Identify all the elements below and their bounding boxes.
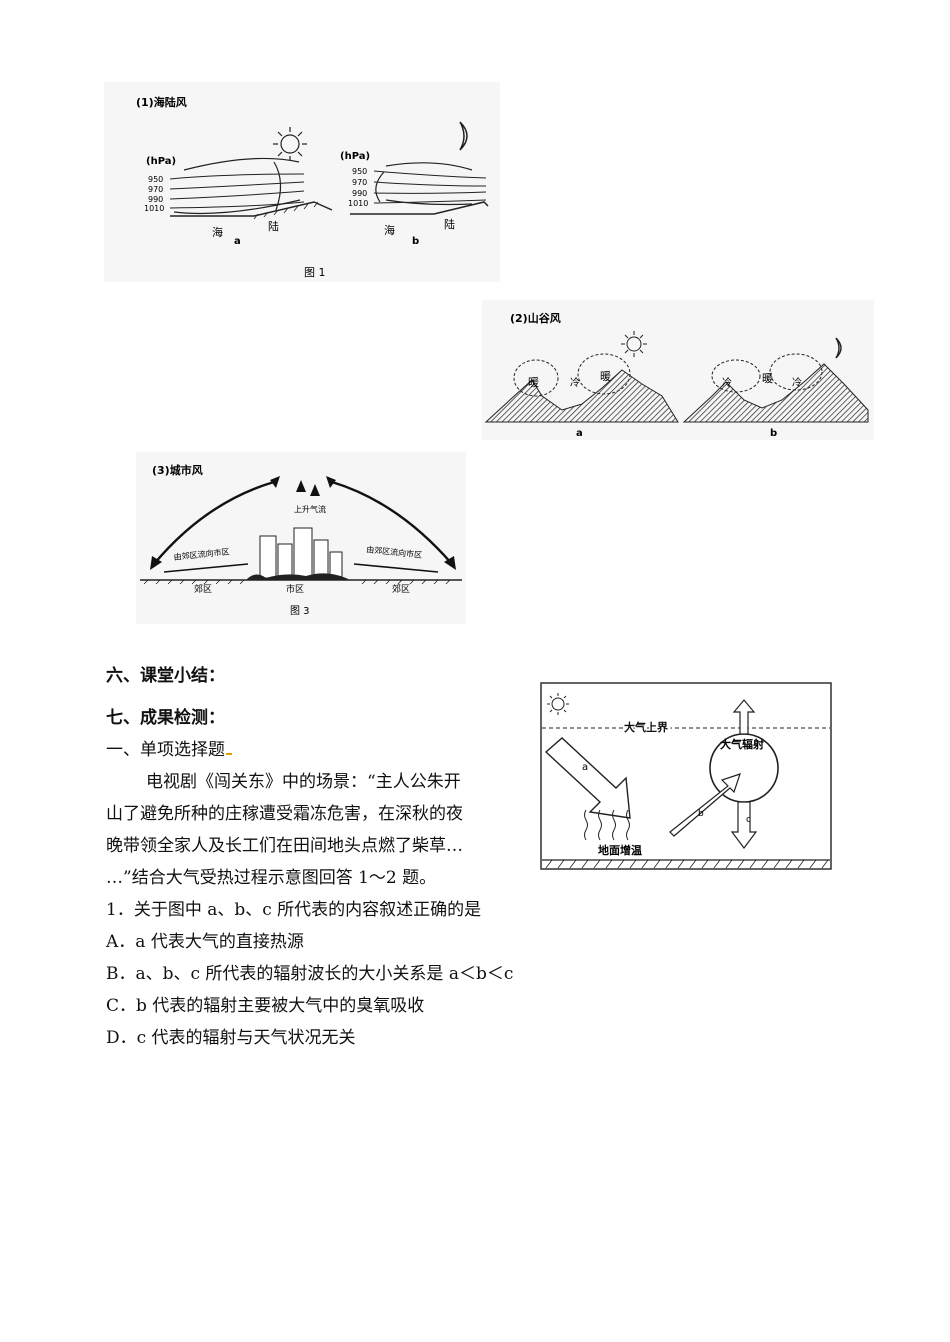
option-c: C．b 代表的辐射主要被大气中的臭氧吸收 (106, 990, 424, 1022)
fig2-warm-1: 暖 (528, 376, 539, 389)
mountain-valley-diagram: (2)山谷风 暖 冷 暖 冷 暖 冷 a b (482, 300, 874, 440)
fig1-heading: (1)海陆风 (136, 95, 187, 109)
fig2-label-b: b (770, 428, 777, 439)
option-a: A．a 代表大气的直接热源 (106, 926, 304, 958)
pressure-1010-left: 1010 (144, 204, 164, 213)
section-heading-test: 七、成果检测： (106, 702, 225, 734)
fig1-sea-a: 海 (212, 225, 223, 239)
fig1-land-b: 陆 (444, 217, 455, 231)
fig3-rising: 上升气流 (294, 504, 326, 514)
fig1-label-b: b (412, 236, 419, 247)
fig2-heading: (2)山谷风 (510, 311, 561, 325)
fig4-top-label: 大气上界 (624, 720, 668, 734)
figure-urban-wind: (3)城市风 (136, 452, 466, 624)
figure-mountain-valley-breeze: (2)山谷风 暖 冷 暖 冷 暖 冷 a b (482, 300, 874, 440)
pressure-990-right: 990 (352, 189, 367, 198)
pressure-1010-right: 1010 (348, 199, 368, 208)
edit-mark (226, 752, 232, 755)
fig4-atmo-label: 大气辐射 (720, 737, 764, 751)
fig1-sea-b: 海 (384, 223, 395, 237)
part-heading: 一、单项选择题 (106, 734, 232, 766)
section-heading-summary: 六、课堂小结： (106, 660, 225, 692)
figure-sea-land-breeze: (1)海陆风 (hPa) 950 970 990 1010 (104, 82, 500, 282)
fig3-heading: (3)城市风 (152, 463, 203, 477)
fig1-land-a: 陆 (268, 219, 279, 233)
fig3-suburb-left: 郊区 (194, 583, 212, 595)
fig2-cold-3: 冷 (792, 376, 802, 389)
part-heading-text: 一、单项选择题 (106, 740, 225, 760)
fig2-warm-2: 暖 (600, 370, 611, 383)
sea-land-breeze-diagram: (1)海陆风 (hPa) 950 970 990 1010 (104, 82, 500, 282)
option-b: B．a、b、c 所代表的辐射波长的大小关系是 a＜b＜c (106, 958, 513, 990)
fig3-city: 市区 (286, 583, 304, 595)
fig4-ground-label: 地面增温 (598, 843, 642, 857)
fig4-label-b: b (698, 809, 704, 819)
fig1-caption: 图 1 (304, 266, 326, 279)
para-line-3: 晚带领全家人及长工们在田间地头点燃了柴草… (106, 830, 463, 862)
fig2-cold-1: 冷 (570, 376, 580, 389)
pressure-950-left: 950 (148, 175, 163, 184)
pressure-970-right: 970 (352, 178, 367, 187)
fig4-label-c: c (746, 815, 751, 825)
figure-atmospheric-heating: 大气上界 a 大气辐射 c b 地面增温 (540, 682, 832, 870)
question-1: 1．关于图中 a、b、c 所代表的内容叙述正确的是 (106, 894, 481, 926)
fig2-warm-3: 暖 (762, 372, 773, 385)
option-d: D．c 代表的辐射与天气状况无关 (106, 1022, 356, 1054)
fig1-label-a: a (234, 236, 241, 247)
para-line-4: …”结合大气受热过程示意图回答 1～2 题。 (106, 862, 436, 894)
fig3-suburb-right: 郊区 (392, 583, 410, 595)
pressure-950-right: 950 (352, 167, 367, 176)
fig3-caption: 图 3 (290, 605, 310, 617)
para-line-1: 电视剧《闯关东》中的场景：“主人公朱开 (146, 766, 461, 798)
pressure-990-left: 990 (148, 195, 163, 204)
fig2-label-a: a (576, 428, 583, 439)
para-line-2: 山了避免所种的庄稼遭受霜冻危害，在深秋的夜 (106, 798, 463, 830)
fig1-unit-right: (hPa) (340, 151, 370, 162)
atmospheric-heating-diagram: 大气上界 a 大气辐射 c b 地面增温 (540, 682, 832, 870)
pressure-970-left: 970 (148, 185, 163, 194)
urban-wind-diagram: (3)城市风 (136, 452, 466, 624)
fig2-cold-2: 冷 (722, 376, 732, 389)
fig1-unit-left: (hPa) (146, 156, 176, 167)
fig4-label-a: a (582, 762, 588, 773)
